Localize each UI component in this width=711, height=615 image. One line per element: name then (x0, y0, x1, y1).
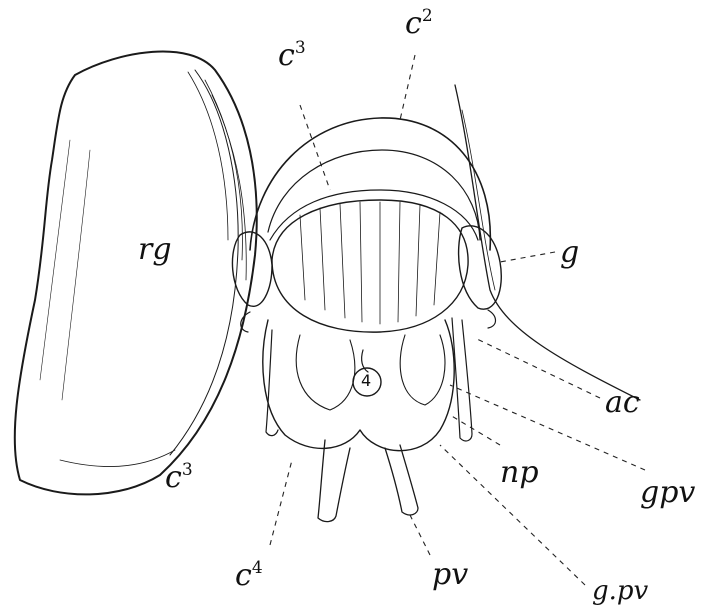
label-gpv-bottom: g.pv (592, 578, 648, 604)
left-lobe (15, 51, 257, 494)
label-c2: c2 (405, 8, 433, 39)
label-pv: pv (432, 560, 468, 590)
label-rg: rg (138, 235, 172, 265)
label-np: np (500, 458, 539, 488)
leader-pv (410, 515, 430, 555)
label-g: g (560, 238, 579, 268)
leader-ac (475, 338, 600, 398)
label-c4: c4 (235, 560, 263, 591)
leader-np (450, 415, 500, 445)
leader-c4 (270, 460, 292, 545)
label-c3-top: c3 (278, 40, 306, 71)
leader-lines (270, 55, 645, 585)
leader-c2 (400, 55, 415, 120)
lower-body (241, 310, 496, 522)
right-membrane (455, 85, 640, 400)
circle-mark-label: 4 (361, 373, 371, 389)
label-c3-bottom: c3 (165, 462, 193, 493)
label-gpv-right: gpv (640, 478, 695, 508)
label-ac: ac (605, 388, 640, 418)
central-body (250, 118, 490, 332)
leader-c3-top (300, 105, 330, 190)
leader-g (500, 252, 555, 262)
